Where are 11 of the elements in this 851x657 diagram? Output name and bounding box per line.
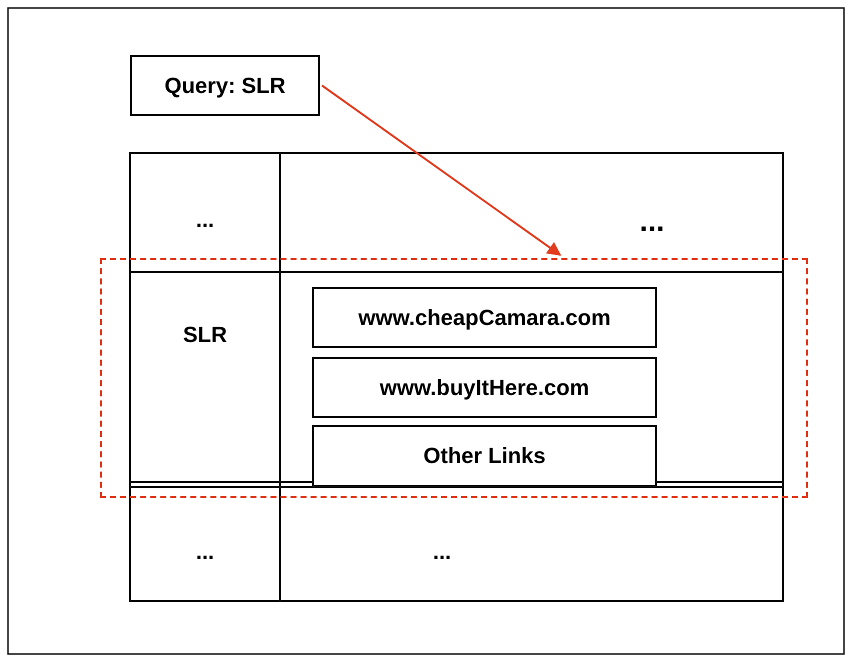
highlight-region xyxy=(100,258,808,498)
cell-text: SLR xyxy=(183,322,227,348)
cell-text: ... xyxy=(196,207,214,233)
arrow xyxy=(321,84,562,256)
cell-text: ... xyxy=(640,205,664,239)
cell-text: ... xyxy=(432,539,452,565)
link-box: www.buyItHere.com xyxy=(312,357,657,418)
cell-text: ... xyxy=(196,539,214,565)
link-box: www.cheapCamara.com xyxy=(312,287,657,348)
query-box: Query: SLR xyxy=(130,55,320,116)
link-box: Other Links xyxy=(312,425,657,487)
